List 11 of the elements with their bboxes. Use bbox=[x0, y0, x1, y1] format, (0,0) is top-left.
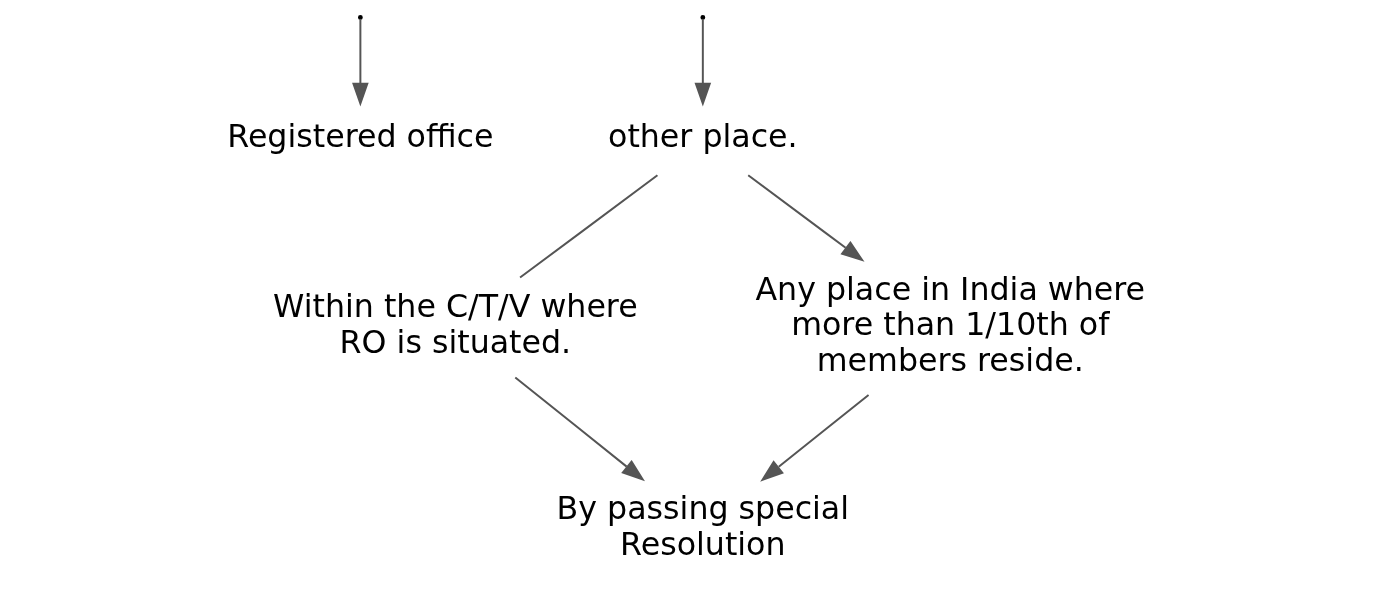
node-text: other place. bbox=[608, 118, 798, 155]
node-text: By passing special Resolution bbox=[556, 490, 850, 562]
node-text: Any place in India where more than 1/10th of members reside. bbox=[755, 270, 1146, 378]
arrow bbox=[694, 17, 712, 107]
arrow bbox=[760, 394, 870, 482]
arrow bbox=[747, 174, 865, 262]
arrow bbox=[352, 17, 369, 107]
node-text: Within the C/T/V where RO is situated. bbox=[273, 288, 638, 360]
arrow bbox=[514, 376, 645, 482]
connector bbox=[519, 174, 659, 279]
node-text: Registered office bbox=[227, 118, 494, 155]
